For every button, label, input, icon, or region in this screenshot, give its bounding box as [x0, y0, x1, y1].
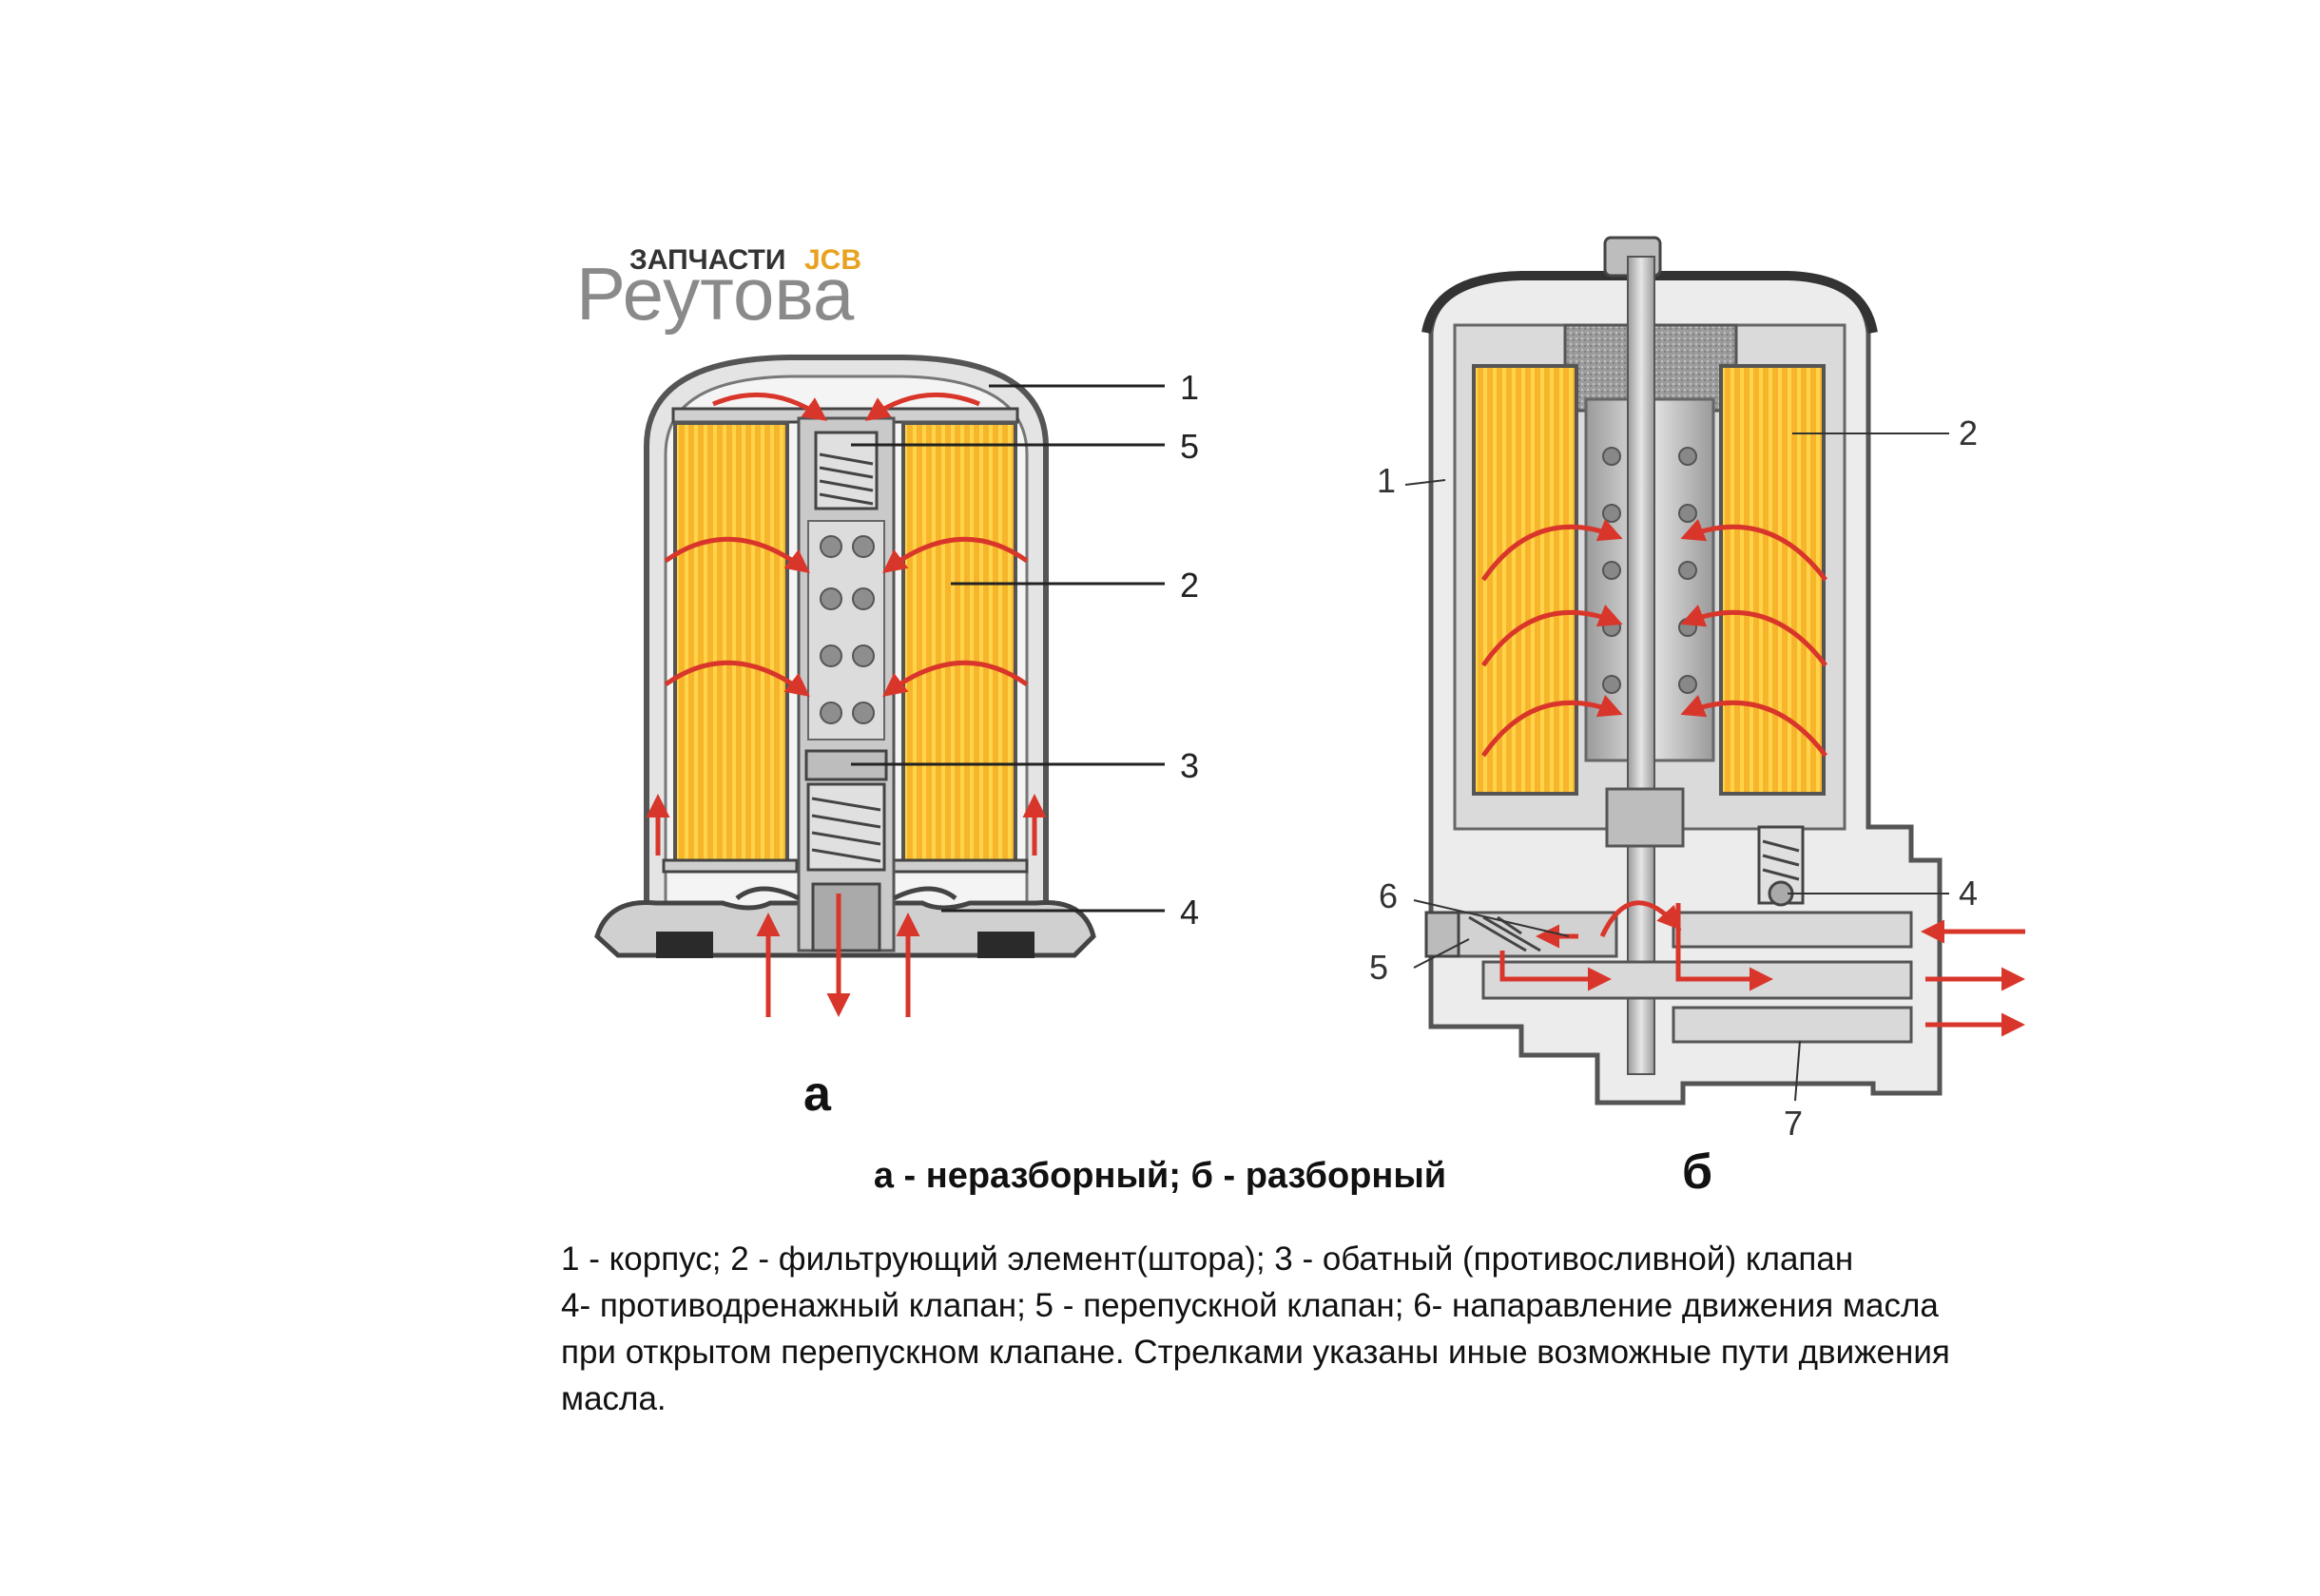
callout-b-5: 5 — [1369, 948, 1388, 987]
callout-b-7: 7 — [1784, 1104, 1803, 1143]
callout-a-3: 3 — [1180, 746, 1199, 785]
logo-brand-text: JCB — [804, 244, 861, 276]
logo-top-text: ЗАПЧАСТИ — [629, 244, 785, 276]
legend-line-4: масла. — [561, 1380, 667, 1417]
logo-main-text: Реутова — [576, 252, 855, 336]
figure-b-letter: б — [1682, 1144, 1712, 1200]
callout-b-1: 1 — [1377, 461, 1396, 500]
callout-a-5: 5 — [1180, 427, 1199, 466]
legend-line-2: 4- противодренажный клапан; 5 - перепуск… — [561, 1287, 1939, 1324]
figure-caption: а - неразборный; б - разборный — [873, 1156, 1447, 1196]
callout-b-2: 2 — [1959, 413, 1978, 452]
legend-line-3: при открытом перепускном клапане. Стрелк… — [561, 1334, 1950, 1371]
callout-b-4: 4 — [1959, 874, 1978, 913]
logo: ЗАПЧАСТИ JCB Реутова — [576, 244, 861, 336]
figure-a-letter: а — [803, 1067, 832, 1122]
callout-a-1: 1 — [1180, 368, 1199, 407]
figure-b-filter-cutaway: 1 2 4 6 5 7 б — [1369, 236, 2025, 1200]
legend: 1 - корпус; 2 - фильтрующий элемент(штор… — [561, 1236, 2044, 1422]
callout-a-2: 2 — [1180, 566, 1199, 605]
legend-line-1: 1 - корпус; 2 - фильтрующий элемент(штор… — [561, 1240, 1854, 1278]
figure-a-filter-cutaway: 1 5 2 3 4 а — [594, 355, 1199, 1122]
callout-b-6: 6 — [1379, 876, 1398, 915]
callout-a-4: 4 — [1180, 893, 1199, 932]
